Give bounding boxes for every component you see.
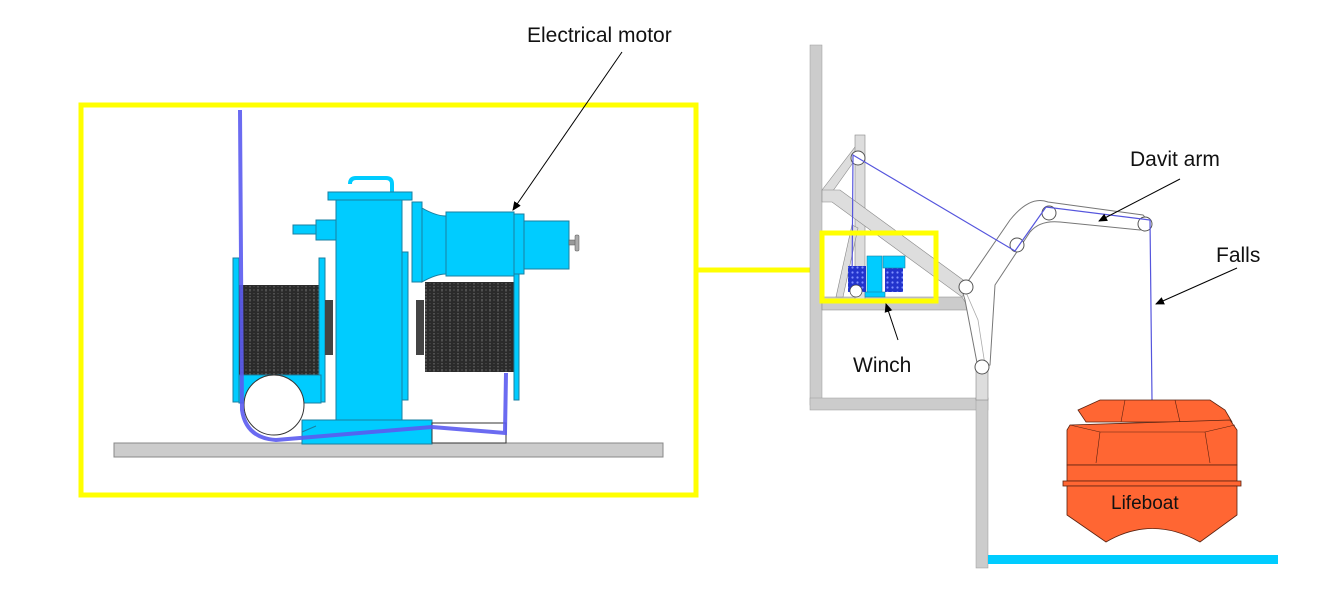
ship-structure bbox=[809, 44, 989, 569]
davit-sheave-1 bbox=[1009, 237, 1025, 253]
label-falls: Falls bbox=[1216, 244, 1260, 267]
label-davit-arm: Davit arm bbox=[1130, 148, 1220, 171]
davit-head-sheave bbox=[1137, 216, 1153, 232]
winch-arrow bbox=[884, 303, 899, 341]
right-drum bbox=[401, 251, 520, 401]
wire-rope bbox=[238, 109, 508, 443]
lifeboat bbox=[1062, 399, 1242, 543]
davit-lower-pivot bbox=[974, 359, 990, 375]
davit-pivot bbox=[958, 279, 974, 295]
base-plate bbox=[113, 442, 664, 458]
winch-location-frame bbox=[819, 230, 939, 304]
label-lifeboat: Lifeboat bbox=[1111, 493, 1179, 514]
left-drum bbox=[232, 257, 333, 403]
winch-detail-view bbox=[78, 102, 699, 498]
lifting-handle bbox=[348, 176, 394, 192]
davit-arm bbox=[961, 200, 1148, 369]
label-electrical-motor: Electrical motor bbox=[527, 24, 672, 47]
water-line bbox=[988, 555, 1278, 564]
electrical-motor-arrow bbox=[512, 51, 623, 211]
davit-arm-arrow bbox=[1098, 178, 1181, 222]
label-winch: Winch bbox=[853, 354, 911, 377]
falls-wire bbox=[851, 153, 1153, 401]
electrical-motor bbox=[411, 201, 580, 283]
guide-sheave bbox=[243, 374, 305, 436]
gearbox-column bbox=[301, 176, 433, 445]
shaft-stub bbox=[292, 224, 319, 235]
falls-arrow bbox=[1155, 267, 1238, 305]
